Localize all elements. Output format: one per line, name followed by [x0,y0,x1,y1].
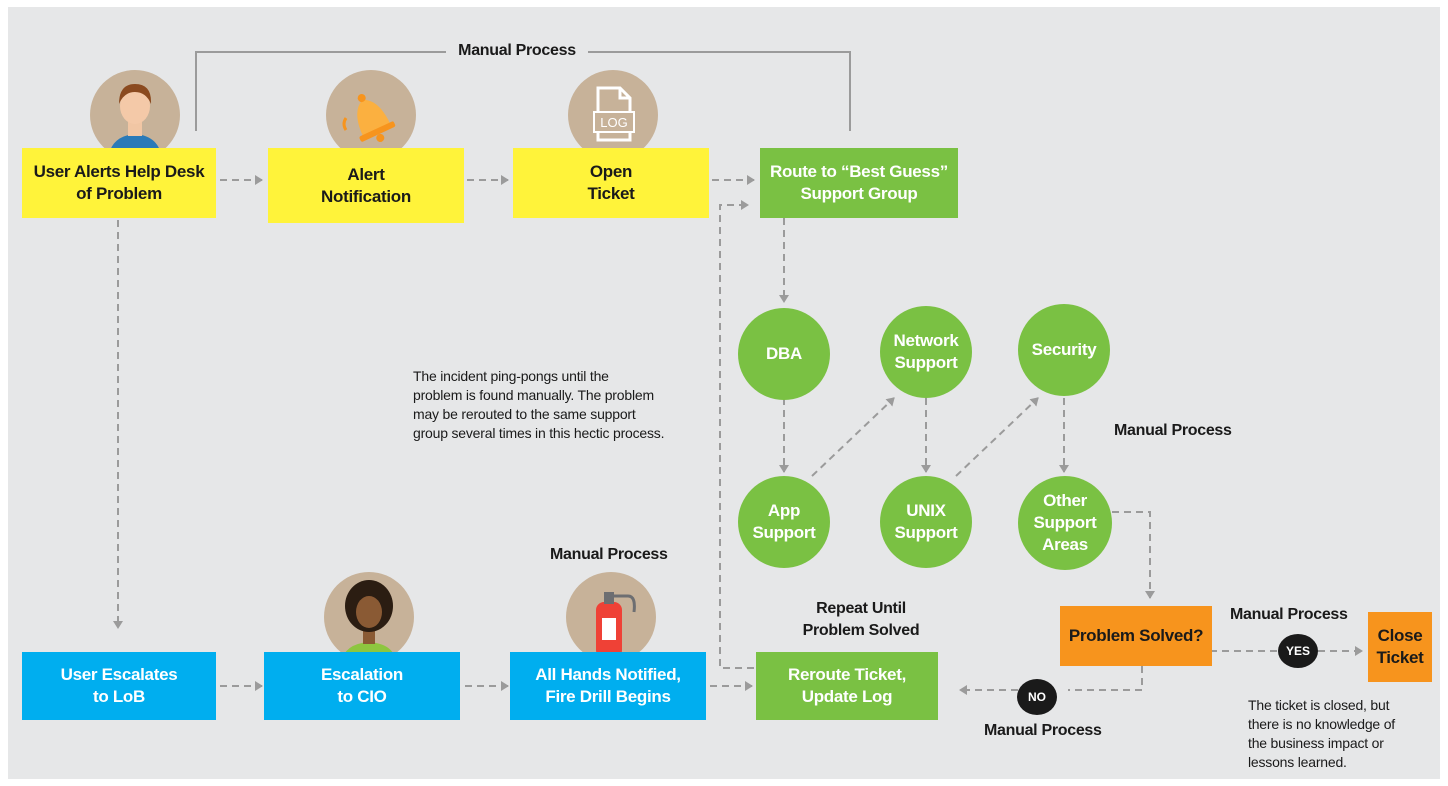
other-support-label: Other Support Areas [1033,491,1097,554]
manual-process-label-fire: Manual Process [550,546,668,563]
manual-process-label-right: Manual Process [1114,422,1232,439]
reroute-label: Reroute Ticket, Update Log [787,665,906,706]
escalation-cio-label: Escalation to CIO [320,665,404,706]
network-support-circle: Network Support [880,306,972,398]
alert-notification-label: Alert Notification [321,164,411,206]
user-escalates-box: User Escalates to LoB [22,652,216,720]
user-escalates-label: User Escalates to LoB [60,665,178,706]
user-alerts-help-desk-box: User Alerts Help Desk of Problem [22,148,216,218]
user-avatar-icon [90,70,180,160]
network-support-label: Network Support [893,331,959,372]
route-label: Route to “Best Guess” Support Group [770,162,948,203]
problem-solved-label: Problem Solved? [1068,626,1204,645]
app-support-circle: App Support [738,476,830,568]
bell-icon [326,70,416,160]
arrow-other-to-problem-solved [1112,511,1155,599]
arrow-reroute-loop-to-route [719,200,754,669]
manual-process-label-no: Manual Process [984,722,1102,739]
dba-circle: DBA [738,308,830,400]
no-badge: NO [1017,679,1057,715]
alert-notification-box: Alert Notification [268,148,464,223]
arrow-unix-to-security [955,397,1039,477]
app-support-label: App Support [752,501,816,542]
all-hands-label: All Hands Notified, Fire Drill Begins [535,665,681,706]
escalation-cio-box: Escalation to CIO [264,652,460,720]
yes-badge: YES [1278,634,1318,668]
route-best-guess-box: Route to “Best Guess” Support Group [760,148,958,218]
arrow-app-to-network [811,397,895,477]
fire-extinguisher-icon [566,572,656,662]
security-label: Security [1031,340,1097,359]
open-ticket-box: Open Ticket [513,148,709,218]
manual-process-label-top: Manual Process [458,42,576,59]
problem-solved-box: Problem Solved? [1060,606,1212,666]
unix-support-label: UNIX Support [894,501,958,542]
ticket-closed-note: The ticket is closed, but there is no kn… [1248,697,1395,770]
log-icon-text: LOG [600,115,627,130]
open-ticket-label: Open Ticket [587,162,635,203]
close-ticket-label: Close Ticket [1376,626,1424,667]
unix-support-circle: UNIX Support [880,476,972,568]
manual-process-label-yes: Manual Process [1230,606,1348,623]
user-alerts-label: User Alerts Help Desk of Problem [33,162,205,203]
cio-avatar-icon [324,572,414,662]
close-ticket-box: Close Ticket [1368,612,1432,682]
manual-process-bracket [195,51,851,131]
log-file-icon: LOG [568,70,658,160]
security-circle: Security [1018,304,1110,396]
repeat-until-solved-label: Repeat Until Problem Solved [802,600,920,639]
reroute-ticket-box: Reroute Ticket, Update Log [756,652,938,720]
dba-label: DBA [766,344,802,363]
all-hands-box: All Hands Notified, Fire Drill Begins [510,652,706,720]
ping-pong-note: The incident ping-pongs until the proble… [413,368,665,441]
other-support-areas-circle: Other Support Areas [1018,476,1112,570]
arrow-problem-to-no [1068,666,1143,691]
